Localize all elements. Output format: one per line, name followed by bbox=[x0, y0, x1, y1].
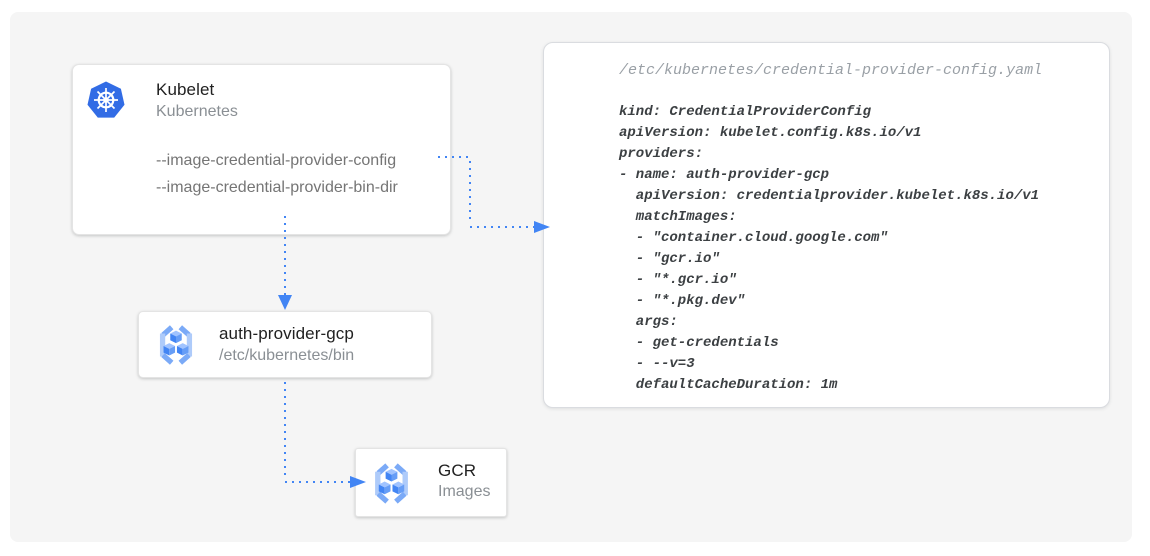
credential-provider-config-panel: /etc/kubernetes/credential-provider-conf… bbox=[543, 42, 1110, 408]
kubelet-subtitle: Kubernetes bbox=[156, 103, 238, 120]
gcr-subtitle: Images bbox=[438, 483, 491, 500]
config-file-path: /etc/kubernetes/credential-provider-conf… bbox=[619, 62, 1043, 79]
arrow-config-to-yaml-segment-1 bbox=[438, 156, 470, 158]
arrow-config-to-yaml-segment-2 bbox=[469, 161, 471, 223]
arrow-auth-provider-to-gcr-segment-2 bbox=[285, 481, 350, 483]
kubelet-title: Kubelet bbox=[156, 80, 215, 99]
kubernetes-icon bbox=[87, 81, 125, 118]
container-registry-icon bbox=[375, 463, 408, 504]
auth-provider-gcp-node: auth-provider-gcp /etc/kubernetes/bin bbox=[138, 311, 432, 378]
auth-provider-gcp-path: /etc/kubernetes/bin bbox=[219, 347, 355, 364]
arrow-kubelet-to-auth-provider-arrowhead-icon bbox=[278, 295, 292, 310]
arrow-kubelet-to-auth-provider-segment bbox=[284, 216, 286, 295]
auth-provider-gcp-title: auth-provider-gcp bbox=[219, 324, 354, 343]
arrow-config-to-yaml-arrowhead-icon bbox=[534, 221, 550, 233]
container-registry-icon bbox=[159, 325, 193, 365]
flag-image-credential-provider-bin-dir: --image-credential-provider-bin-dir bbox=[156, 179, 398, 196]
flag-image-credential-provider-config: --image-credential-provider-config bbox=[156, 152, 397, 169]
gcr-node: GCR Images bbox=[355, 448, 507, 517]
arrow-config-to-yaml-segment-3 bbox=[470, 226, 534, 228]
arrow-auth-provider-to-gcr-arrowhead-icon bbox=[350, 476, 366, 488]
gcr-title: GCR bbox=[438, 461, 477, 480]
kubelet-flags: --image-credential-provider-config --ima… bbox=[156, 147, 398, 201]
arrow-auth-provider-to-gcr-segment-1 bbox=[284, 382, 286, 479]
kubelet-node: Kubelet Kubernetes --image-credential-pr… bbox=[72, 64, 451, 235]
config-yaml-code: kind: CredentialProviderConfig apiVersio… bbox=[619, 104, 1040, 393]
